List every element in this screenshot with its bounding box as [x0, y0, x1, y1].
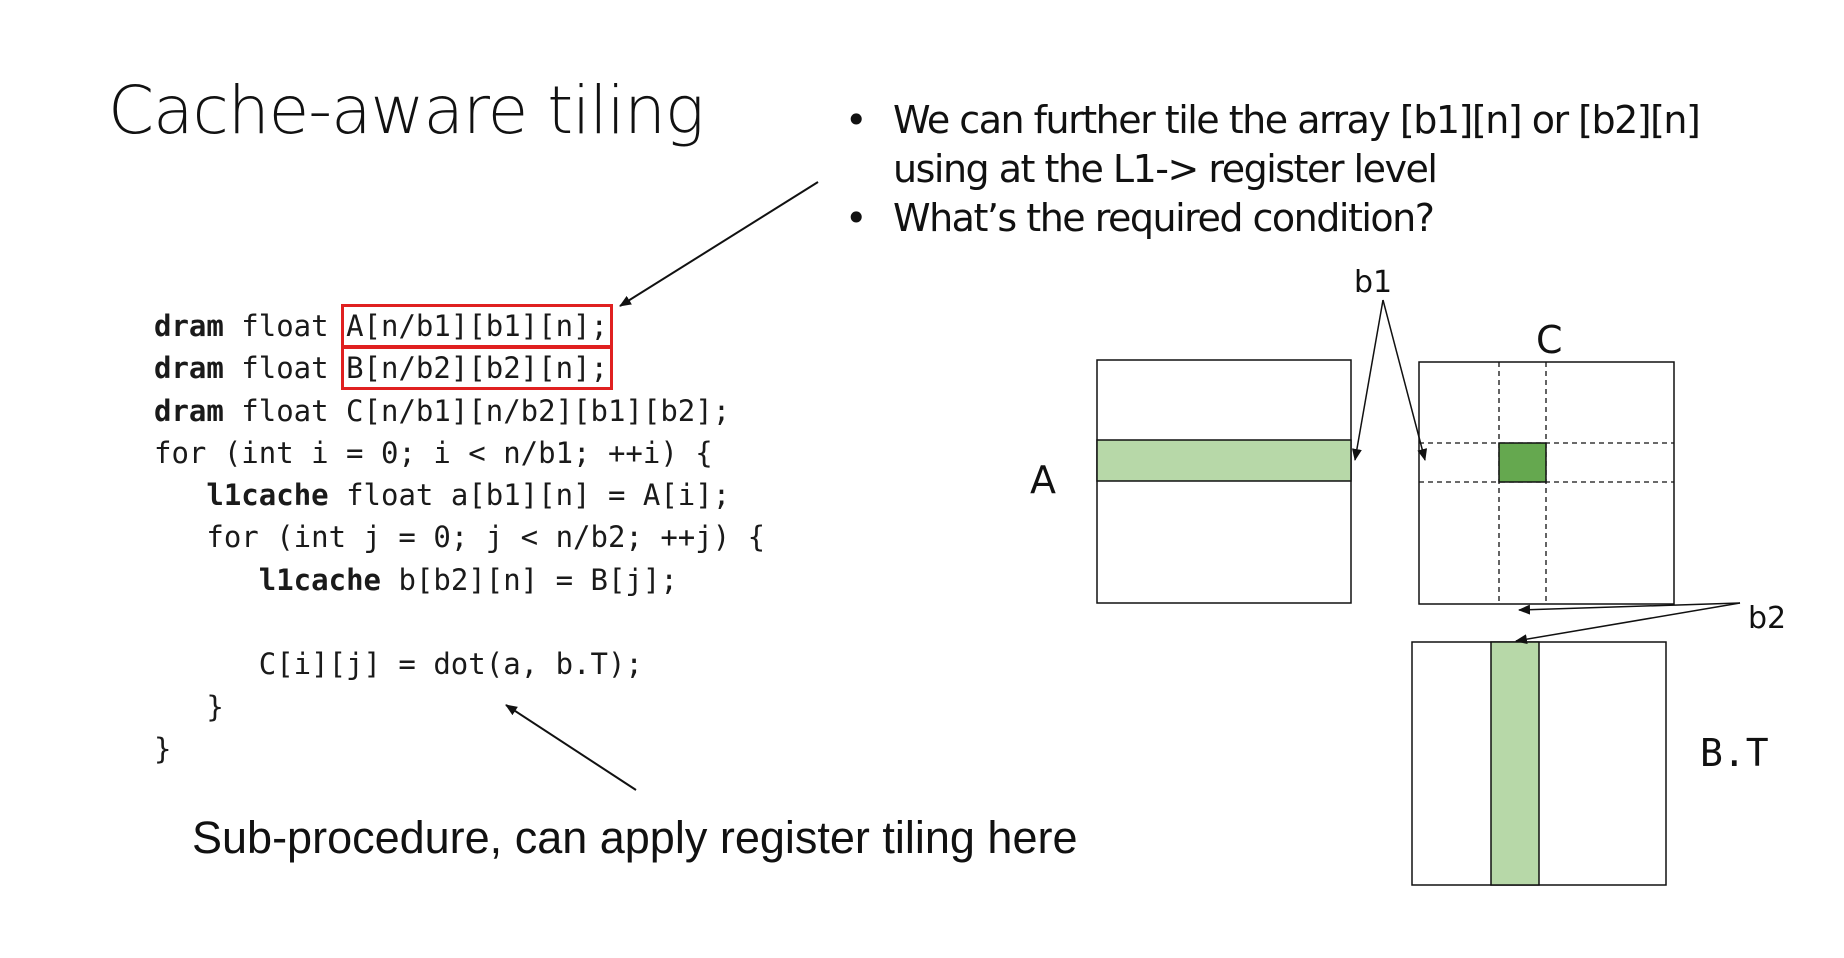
code-line: l1cache b[b2][n] = B[j];	[154, 559, 765, 601]
bullet-marker: •	[845, 196, 868, 240]
code-text: b[b2][n] = B[j];	[380, 562, 678, 597]
matrix-bt-column-tile	[1490, 641, 1540, 886]
caption-text: Sub-procedure, can apply register tiling…	[192, 812, 1078, 863]
b2-arrow-bt	[1515, 602, 1741, 645]
code-keyword: dram	[154, 351, 224, 386]
code-line: }	[154, 731, 172, 766]
arrow-to-declaration	[619, 181, 819, 307]
code-keyword: l1cache	[206, 478, 329, 513]
code-keyword: dram	[154, 309, 224, 343]
bullet-item: • We can further tile the array [b1][n] …	[845, 96, 1753, 194]
bullet-marker: •	[845, 98, 868, 142]
arrow-to-dot-call	[505, 704, 637, 791]
matrix-c-tile	[1498, 442, 1547, 483]
b2-arrow-c	[1518, 602, 1741, 615]
code-text: float	[223, 309, 347, 343]
b1-arrow-a	[1351, 299, 1384, 461]
code-line: dram float A[n/b1][b1][n];	[154, 304, 765, 348]
matrix-bt-label: B.T	[1700, 731, 1769, 775]
code-text: float C[n/b1][n/b2][b1][b2];	[223, 393, 731, 428]
code-line: dram float C[n/b1][n/b2][b1][b2];	[154, 390, 765, 432]
code-line: l1cache float a[b1][n] = A[i];	[154, 474, 765, 516]
code-line: for (int j = 0; j < n/b2; ++j) {	[154, 520, 766, 555]
highlighted-declaration-b: B[n/b2][b2][n];	[341, 346, 613, 391]
b2-label: b2	[1748, 601, 1786, 636]
code-text: float a[b1][n] = A[i];	[328, 478, 731, 513]
code-keyword: l1cache	[258, 562, 381, 597]
slide-title: Cache-aware tiling	[108, 72, 705, 149]
code-block: dram float A[n/b1][b1][n];dram float B[n…	[154, 304, 766, 770]
code-keyword: dram	[154, 393, 224, 428]
matrix-c-label: C	[1536, 318, 1563, 362]
bullet-item: • What’s the required condition?	[845, 194, 1753, 243]
bullet-text: What’s the required condition?	[893, 196, 1435, 240]
code-text: float	[223, 351, 347, 386]
matrix-a-label: A	[1030, 458, 1056, 502]
code-line: C[i][j] = dot(a, b.T);	[154, 647, 643, 682]
code-line: }	[154, 689, 224, 724]
code-line: dram float B[n/b2][b2][n];	[154, 346, 765, 391]
code-line: for (int i = 0; i < n/b1; ++i) {	[154, 435, 713, 470]
bullet-list: • We can further tile the array [b1][n] …	[845, 96, 1753, 243]
matrix-a-row-tile	[1096, 439, 1352, 482]
bullet-text: We can further tile the array [b1][n] or…	[893, 98, 1701, 191]
b1-arrow-c	[1382, 299, 1428, 461]
highlighted-declaration-a: A[n/b1][b1][n];	[341, 304, 613, 348]
b1-label: b1	[1354, 265, 1392, 300]
